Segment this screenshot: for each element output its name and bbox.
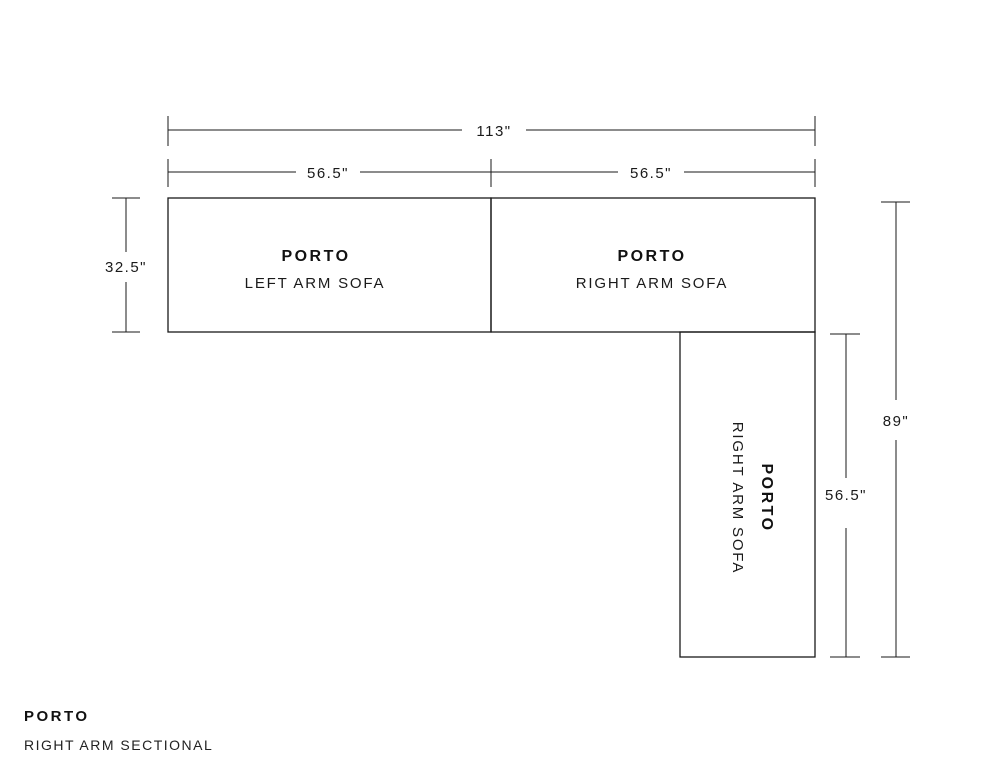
depth-dimension-line bbox=[112, 197, 140, 333]
overall-length-dimension-line bbox=[881, 201, 910, 658]
section-width-dimension-line bbox=[167, 159, 816, 187]
piece-3-name: PORTO bbox=[758, 463, 775, 532]
overall-length-label: 89" bbox=[883, 413, 910, 430]
left-arm-sofa-piece bbox=[167, 197, 492, 333]
overall-width-label: 113" bbox=[476, 123, 511, 140]
footer-subtitle: RIGHT ARM SECTIONAL bbox=[24, 737, 214, 753]
footer-title: PORTO bbox=[24, 708, 90, 725]
overall-width-dimension-line bbox=[167, 116, 816, 146]
depth-label: 32.5" bbox=[105, 259, 147, 276]
chaise-length-dimension-line bbox=[830, 333, 860, 658]
chaise-length-label: 56.5" bbox=[825, 487, 867, 504]
chaise-right-arm-sofa-piece bbox=[679, 331, 816, 658]
piece-2-name: PORTO bbox=[617, 248, 686, 265]
piece-1-name: PORTO bbox=[281, 248, 350, 265]
piece-1-subtitle: LEFT ARM SOFA bbox=[245, 275, 386, 292]
left-width-label: 56.5" bbox=[307, 165, 349, 182]
piece-3-subtitle: RIGHT ARM SOFA bbox=[729, 422, 746, 574]
right-arm-sofa-piece bbox=[490, 197, 816, 333]
right-width-label: 56.5" bbox=[630, 165, 672, 182]
piece-2-subtitle: RIGHT ARM SOFA bbox=[576, 275, 728, 292]
